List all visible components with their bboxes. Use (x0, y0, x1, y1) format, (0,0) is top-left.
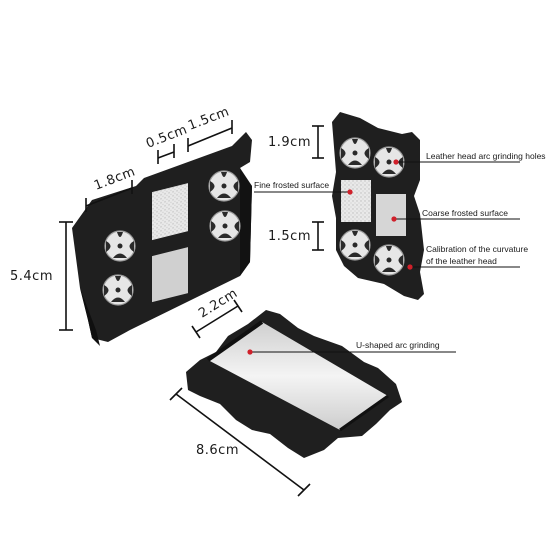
dim-0-5: 0.5cm (144, 122, 190, 151)
dim-1-5-top: 1.5cm (186, 104, 232, 133)
hole-icon (339, 229, 371, 261)
right-block (332, 112, 424, 300)
left-block-fine-pad (152, 183, 188, 241)
label-calibration-2: of the leather head (426, 256, 497, 266)
marker-dot (391, 216, 397, 222)
left-block-coarse-pad (152, 247, 188, 303)
hole-icon (339, 137, 371, 169)
dim-8-6: 8.6cm (196, 443, 239, 458)
hole-icon (209, 210, 241, 242)
label-calibration-1: Calibration of the curvature (426, 244, 528, 254)
annotation-leaders (247, 159, 520, 355)
dim-1-9: 1.9cm (268, 135, 311, 150)
bottom-block (186, 310, 402, 458)
dim-5-4: 5.4cm (10, 269, 53, 284)
dimension-lines (59, 120, 324, 497)
label-leather-holes: Leather head arc grinding holes (426, 151, 546, 161)
label-fine-surface: Fine frosted surface (254, 180, 329, 190)
hole-icon (373, 244, 405, 276)
right-block-fine-pad (341, 180, 371, 222)
hole-icon (102, 274, 134, 306)
left-block (72, 132, 252, 346)
label-u-arc: U-shaped arc grinding (356, 340, 440, 350)
hole-icon (208, 170, 240, 202)
bottom-block-arc-surface (208, 322, 388, 430)
marker-dot (347, 189, 353, 195)
label-coarse-surface: Coarse frosted surface (422, 208, 508, 218)
marker-dot (393, 159, 399, 165)
marker-dot (247, 349, 253, 355)
dim-1-5-side: 1.5cm (268, 229, 311, 244)
marker-dot (407, 264, 413, 270)
hole-icon (104, 230, 136, 262)
right-block-coarse-pad (376, 194, 406, 236)
